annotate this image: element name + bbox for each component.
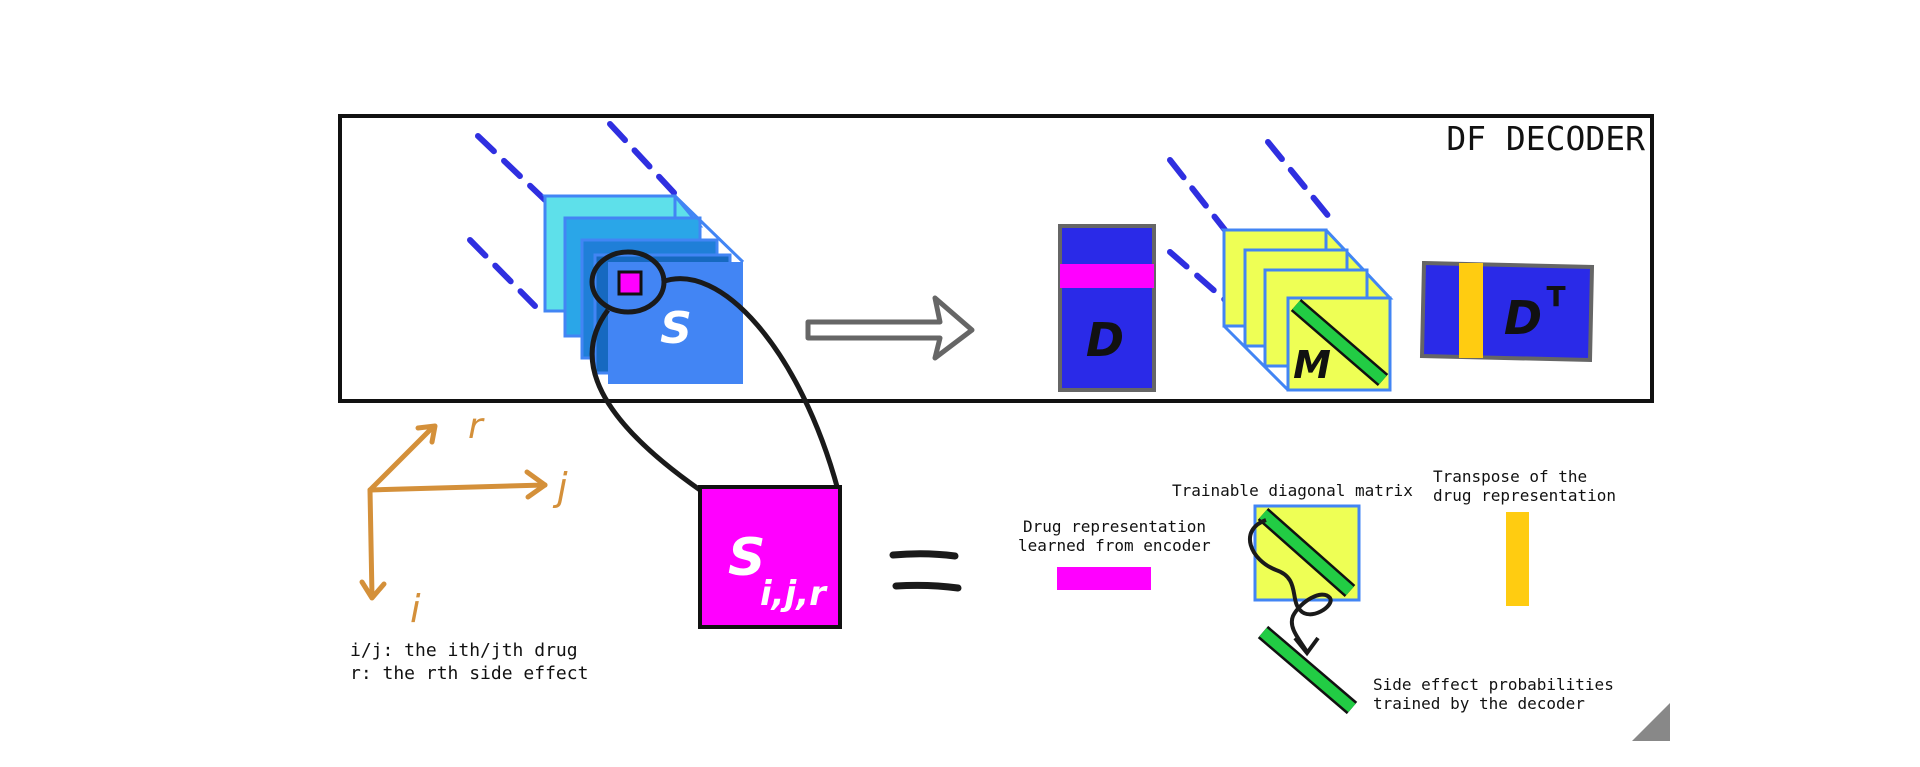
legend-transpose-swatch [1506,512,1529,606]
legend-diag-green [1259,509,1354,596]
axis-j-arrowhead [524,469,548,500]
legend-drug-line2: learned from encoder [1018,536,1211,555]
m-label: M [1293,343,1331,387]
equals-sign [889,550,962,592]
drug-row-highlight [1060,264,1154,288]
axis-i-label: i [410,587,421,631]
axis-r-arrowhead [415,423,438,445]
drug-matrix-d: D [1058,224,1156,392]
axes-note-1: i/j: the ith/jth drug [350,640,578,661]
transpose-base: D [1504,291,1542,345]
diagonal-matrix-m: M [1167,139,1394,392]
transpose-matrix-dt: D T [1419,260,1595,363]
callout-line-right [661,276,841,491]
axes [359,423,548,601]
legend-diag-label: Trainable diagonal matrix [1172,481,1413,500]
extract-arrowhead [1293,636,1320,657]
element-subscript: i,j,r [760,574,828,614]
corner-resize-handle[interactable] [1632,703,1670,741]
axis-r-label: r [468,406,485,447]
tensor-s-label: S [660,303,692,354]
legend-side-effect-line2: trained by the decoder [1373,694,1585,713]
extract-arrow-curve [1247,518,1333,654]
axes-note-2: r: the rth side effect [350,663,588,684]
decoder-title: DF DECODER [1446,119,1645,158]
axis-i-arrowhead [359,579,387,601]
legend-transpose-line2: drug representation [1433,486,1616,505]
axis-r [367,425,435,493]
legend-transpose-line1: Transpose of the [1433,467,1587,486]
hollow-arrow [805,295,975,361]
transpose-column-highlight [1459,263,1483,358]
element-s-ijr: S i,j,r [698,485,842,629]
tensor-s: S [467,121,745,384]
side-effect-vector [1259,627,1356,713]
axis-i [367,487,375,599]
legend-side-effect-line1: Side effect probabilities [1373,675,1614,694]
m-depth-dashes [1167,139,1333,303]
m-diagonal [1292,300,1387,385]
callout-line-left [589,308,702,493]
legend-drug-line1: Drug representation [1023,517,1206,536]
axis-j [367,482,548,493]
tensor-depth-dashes [467,121,680,309]
decoder-frame [338,114,1654,403]
drug-matrix-label: D [1086,313,1124,367]
element-base: S [728,528,765,588]
transpose-superscript: T [1546,280,1565,313]
legend-drug-swatch [1057,567,1151,590]
axis-j-label: j [552,465,568,509]
selected-element-square [617,270,643,296]
